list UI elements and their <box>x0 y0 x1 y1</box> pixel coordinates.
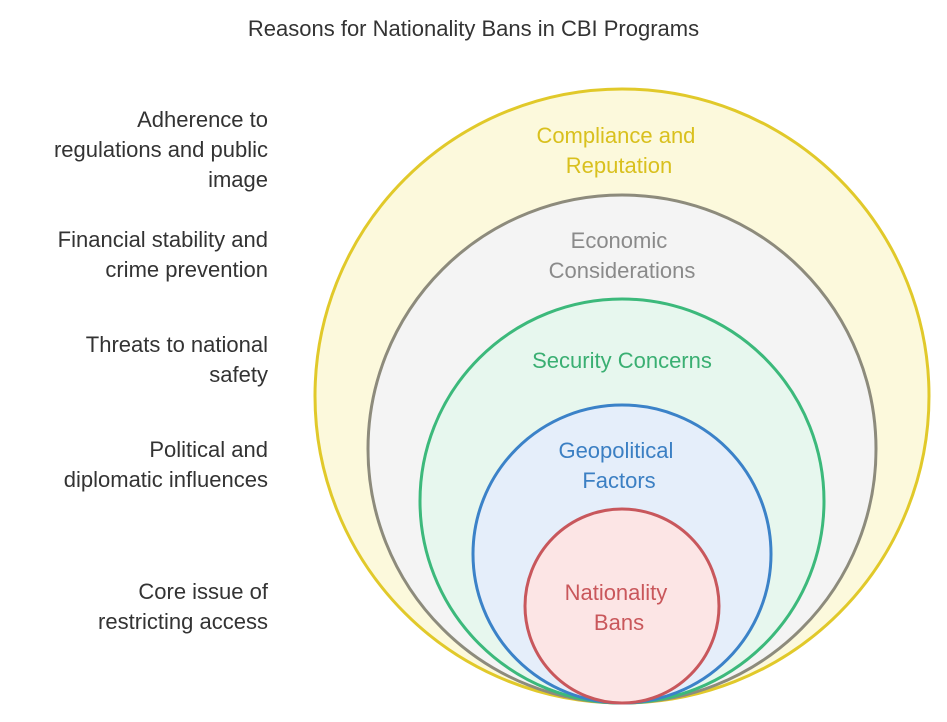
description-line: image <box>208 167 268 192</box>
label-line: Economic <box>571 228 668 253</box>
description-line: crime prevention <box>105 257 268 282</box>
description-line: diplomatic influences <box>63 467 268 492</box>
description-line: safety <box>209 362 268 387</box>
description-line: regulations and public <box>53 137 268 162</box>
description-line: Core issue of <box>138 579 268 604</box>
label-nationality-bans: Nationality Bans <box>565 580 674 635</box>
label-line: Factors <box>582 468 655 493</box>
label-line: Reputation <box>566 153 672 178</box>
circle-nationality-bans <box>523 507 721 705</box>
label-line: Compliance and <box>536 123 695 148</box>
description-line: restricting access <box>98 609 268 634</box>
diagram-title: Reasons for Nationality Bans in CBI Prog… <box>247 16 700 41</box>
description-line: Financial stability and <box>57 227 268 252</box>
label-line: Security Concerns <box>532 348 712 373</box>
label-compliance: Compliance and Reputation <box>536 123 701 178</box>
label-line: Considerations <box>549 258 696 283</box>
label-line: Bans <box>594 610 644 635</box>
description-geopolitical: Political and diplomatic influences <box>0 435 268 495</box>
description-compliance: Adherence to regulations and public imag… <box>0 105 268 195</box>
description-security: Threats to national safety <box>0 330 268 390</box>
label-line: Geopolitical <box>558 438 673 463</box>
label-security: Security Concerns <box>532 348 712 373</box>
label-geopolitical: Geopolitical Factors <box>558 438 679 493</box>
description-nationality-bans: Core issue of restricting access <box>0 577 268 637</box>
description-line: Political and <box>149 437 268 462</box>
description-line: Threats to national <box>85 332 268 357</box>
label-line: Nationality <box>565 580 668 605</box>
description-economic: Financial stability and crime prevention <box>0 225 268 285</box>
description-line: Adherence to <box>137 107 268 132</box>
label-economic: Economic Considerations <box>549 228 696 283</box>
